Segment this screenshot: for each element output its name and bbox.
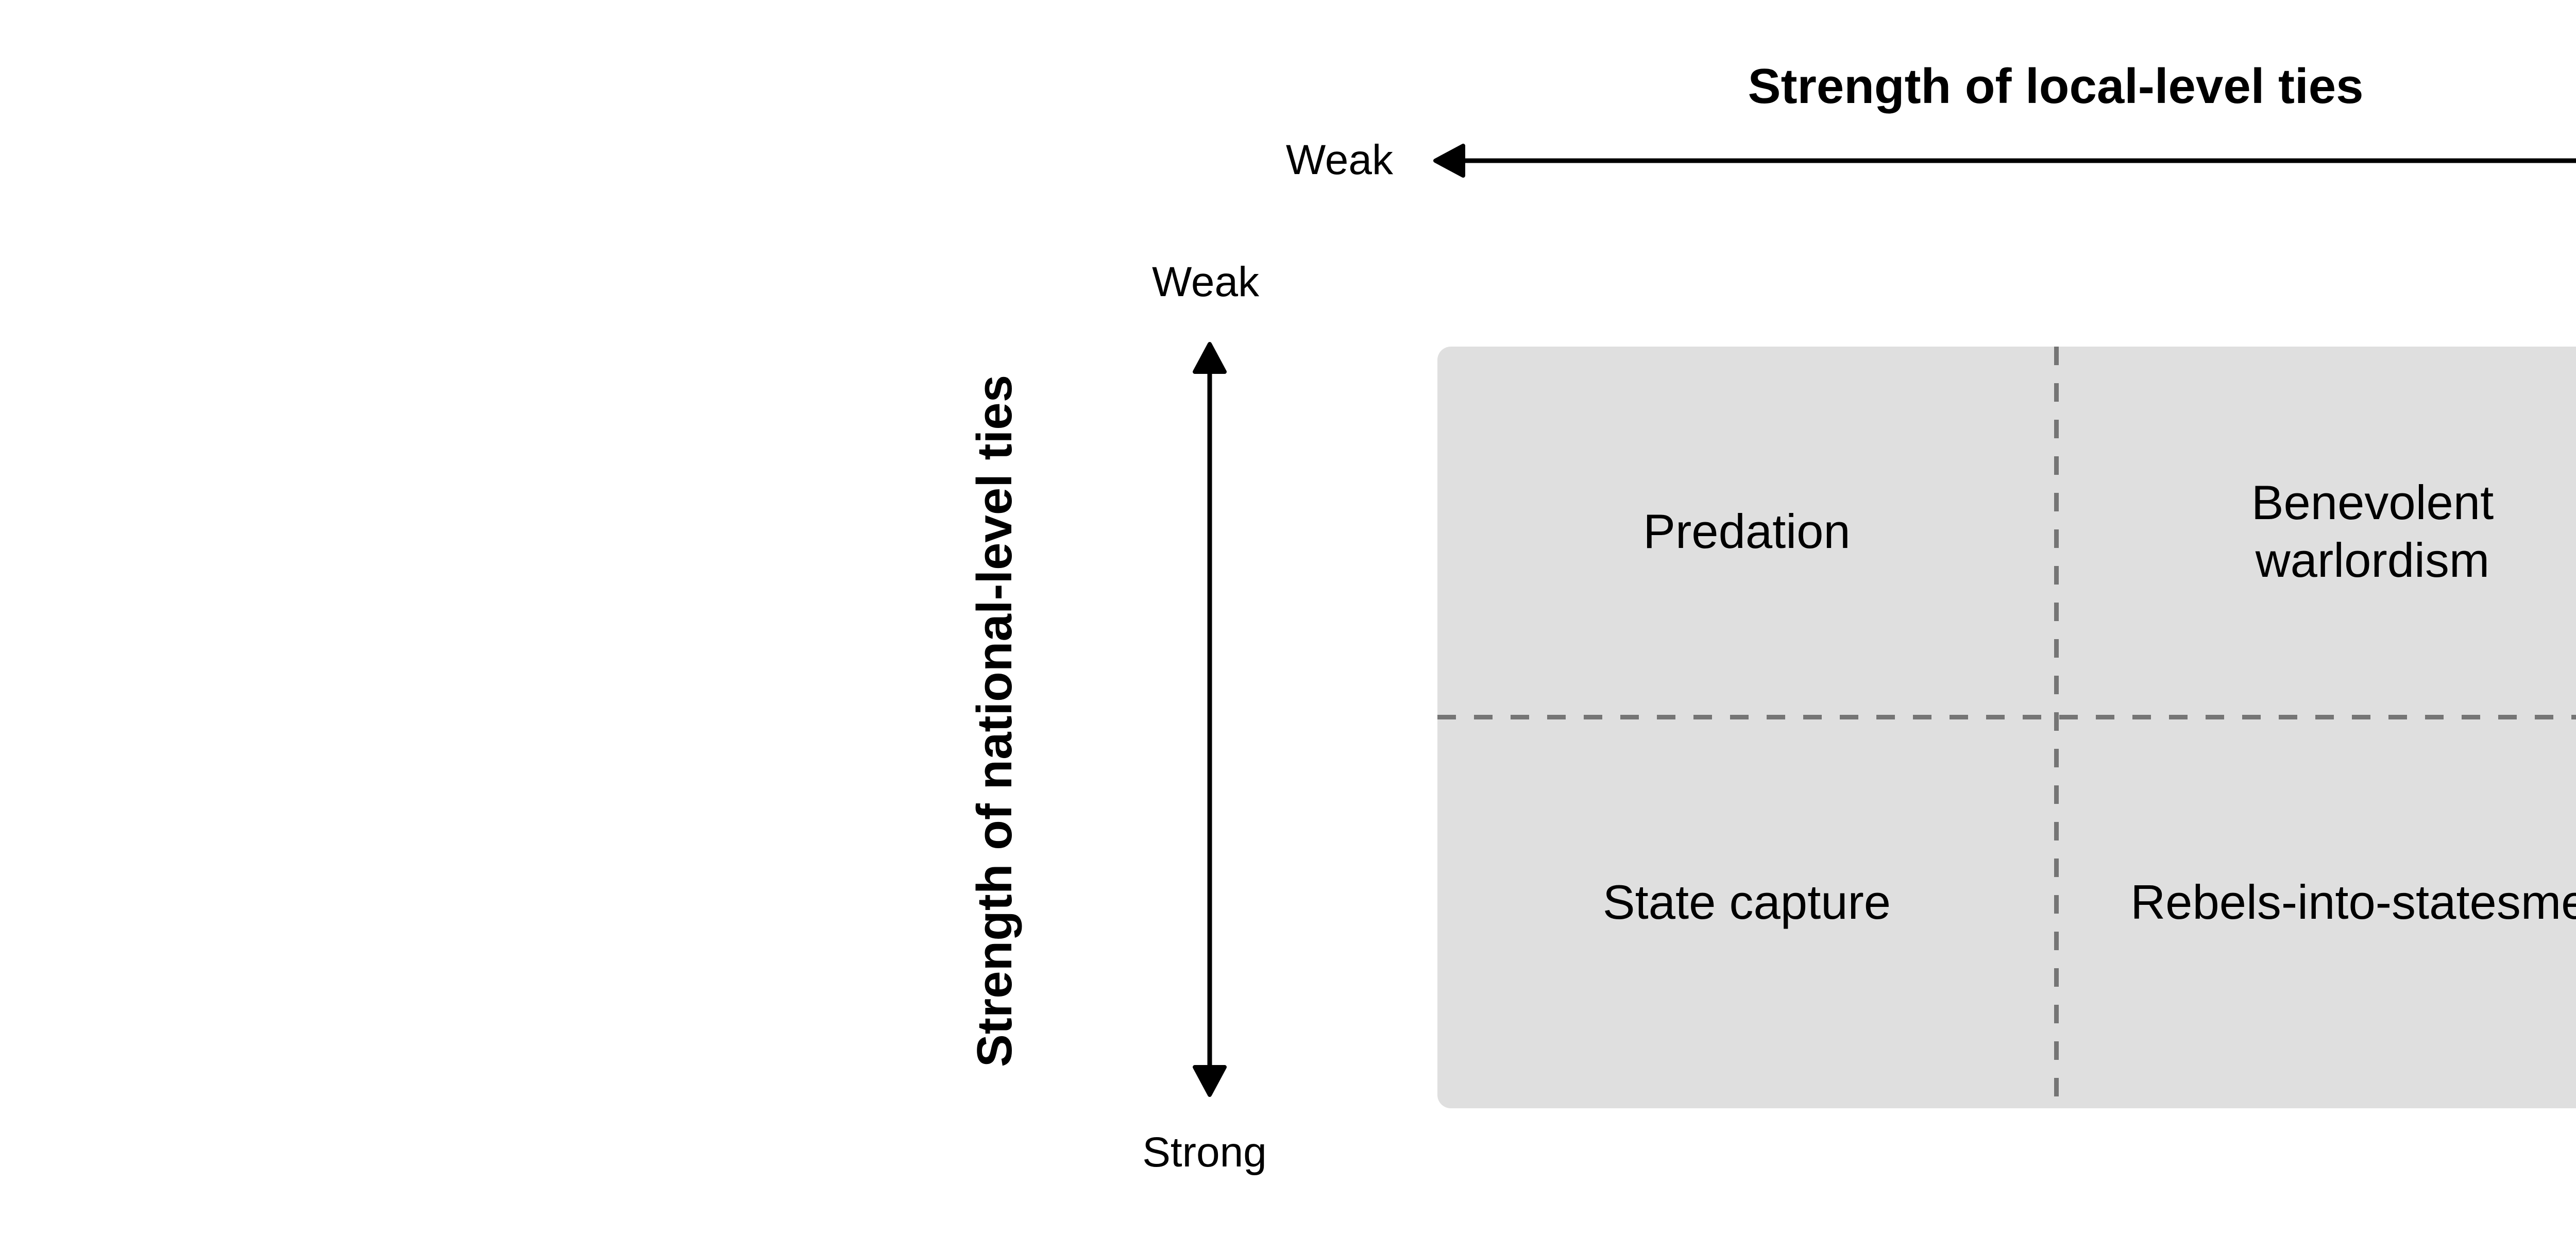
quadrant-label-top-left: Predation	[1643, 504, 1851, 558]
horizontal-divider-dashed-line	[1437, 715, 2576, 719]
y-axis-title: Strength of national-level ties	[967, 374, 1022, 1068]
quadrant-box	[1437, 347, 2576, 1108]
x-axis-weak-label: Weak	[1285, 136, 1393, 183]
quadrant-label-top-right: Benevolent warlordism	[2251, 475, 2494, 587]
y-axis-weak-label: Weak	[1151, 259, 1260, 305]
quadrant-label-bottom-right: Rebels-into-statesmen	[2130, 875, 2576, 929]
y-axis-strong-label: Strong	[1142, 1129, 1267, 1176]
vertical-divider-dashed-line	[2054, 347, 2059, 1108]
x-axis-double-arrow	[1433, 144, 2576, 178]
quadrant-label-bottom-left: State capture	[1602, 875, 1891, 929]
x-axis-title: Strength of local-level ties	[1748, 59, 2364, 114]
y-axis-double-arrow	[1193, 342, 1227, 1097]
